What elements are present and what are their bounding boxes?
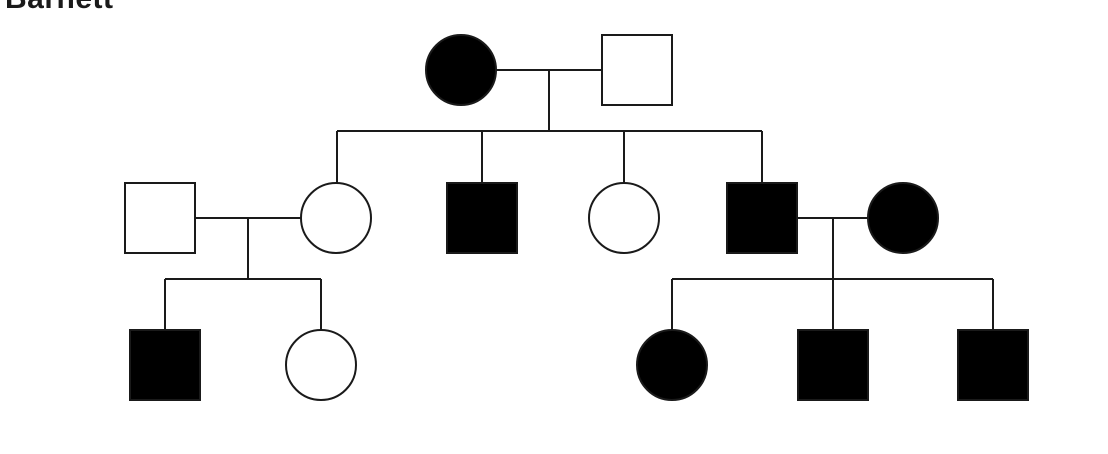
individual-ii-4-unaffected-female (588, 182, 660, 254)
individual-ii-3-affected-male (446, 182, 518, 254)
individual-iii-2-unaffected-female (285, 329, 357, 401)
individual-iii-3-affected-female (636, 329, 708, 401)
individual-iii-1-affected-male (129, 329, 201, 401)
individual-ii-6-affected-female (867, 182, 939, 254)
individual-ii-1-unaffected-male (124, 182, 196, 254)
individual-i-2-unaffected-male (601, 34, 673, 106)
individual-iii-5-affected-male (957, 329, 1029, 401)
individual-iii-4-affected-male (797, 329, 869, 401)
individual-ii-2-unaffected-female (300, 182, 372, 254)
individual-i-1-affected-female (425, 34, 497, 106)
individual-ii-5-affected-male (726, 182, 798, 254)
family-name-label: Barnett (5, 0, 114, 16)
